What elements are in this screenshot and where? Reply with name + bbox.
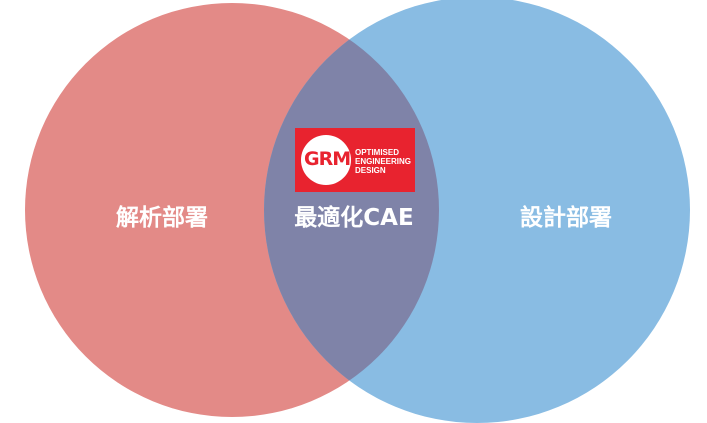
left-set-label: 解析部署 [116,205,208,231]
intersection-region [264,3,439,417]
logo-text: GRM [304,148,351,170]
grm-logo: GRM OPTIMISED ENGINEERING DESIGN [295,128,415,192]
logo-tagline-line: OPTIMISED [355,148,400,157]
logo-tagline-line: ENGINEERING [355,157,412,166]
logo-disc [301,135,351,185]
right-set-label: 設計部署 [520,205,612,231]
intersection-label: 最適化CAE [294,205,414,231]
logo-tagline: OPTIMISED ENGINEERING DESIGN [355,148,411,175]
logo-tagline-line: DESIGN [355,166,386,175]
